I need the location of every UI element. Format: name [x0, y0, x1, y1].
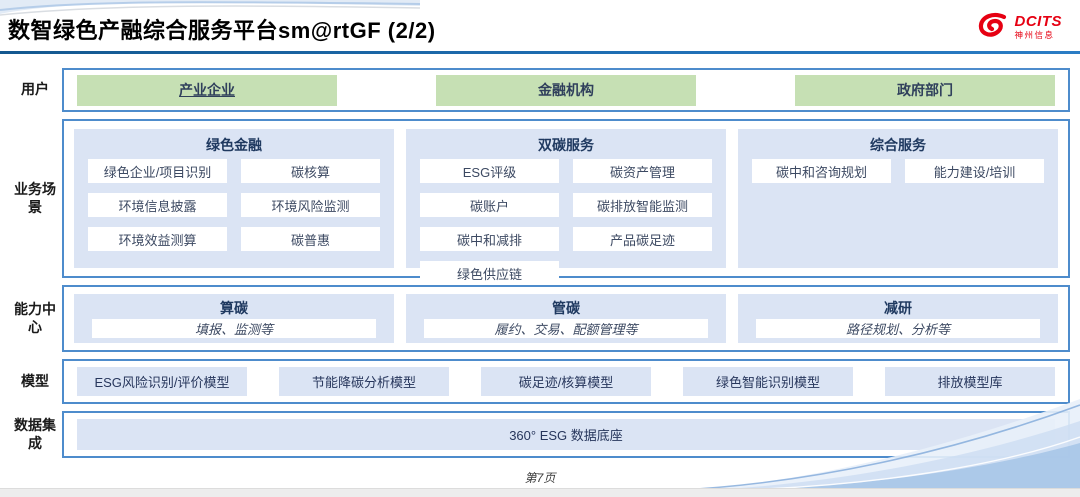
row-data-integration: 数据集成 360° ESG 数据底座	[8, 411, 1070, 458]
capabilities-container: 算碳 填报、监测等 管碳 履约、交易、配额管理等 减研 路径规划、分析等	[62, 285, 1070, 352]
row-capabilities: 能力中心 算碳 填报、监测等 管碳 履约、交易、配额管理等 减研 路径规划、分析…	[8, 285, 1070, 352]
scenario-item: 环境风险监测	[241, 193, 380, 217]
row-label-capabilities: 能力中心	[14, 301, 56, 335]
scenarios-container: 绿色金融 绿色企业/项目识别 碳核算 环境信息披露 环境风险监测 环境效益测算 …	[62, 119, 1070, 285]
model-chip: 节能降碳分析模型	[279, 367, 449, 396]
page-title: 数智绿色产融综合服务平台sm@rtGF (2/2)	[8, 18, 436, 43]
row-users: 用户 产业企业 金融机构 政府部门	[8, 68, 1070, 112]
scenario-item: 碳资产管理	[573, 159, 712, 183]
data-base-chip: 360° ESG 数据底座	[77, 419, 1055, 450]
models-container: ESG风险识别/评价模型 节能降碳分析模型 碳足迹/核算模型 绿色智能识别模型 …	[62, 359, 1070, 404]
scenario-item: 碳排放智能监测	[573, 193, 712, 217]
column-title: 双碳服务	[538, 137, 594, 153]
scenario-item: 绿色供应链	[420, 261, 559, 285]
page-number: 第7页	[524, 471, 556, 485]
column-title: 综合服务	[870, 137, 926, 153]
scenario-item-empty	[573, 261, 712, 285]
scenario-item: 环境效益测算	[88, 227, 227, 251]
dcits-swirl-icon	[978, 12, 1006, 37]
scenario-item: ESG评级	[420, 159, 559, 183]
logo-name: DCITS	[1014, 13, 1062, 31]
capability-calc-carbon: 算碳 填报、监测等	[74, 294, 394, 343]
scenario-item: 碳中和减排	[420, 227, 559, 251]
dcits-logo: DCITS 神州信息	[977, 12, 1063, 42]
capability-desc: 履约、交易、配额管理等	[424, 319, 708, 338]
scenario-item: 碳账户	[420, 193, 559, 217]
scenario-item: 碳中和咨询规划	[752, 159, 891, 183]
row-label-data-integration: 数据集成	[14, 417, 56, 451]
row-scenarios: 业务场景 绿色金融 绿色企业/项目识别 碳核算 环境信息披露 环境风险监测 环境…	[8, 119, 1070, 285]
scenario-item: 环境信息披露	[88, 193, 227, 217]
capability-title: 减研	[884, 300, 912, 316]
column-comprehensive: 综合服务 碳中和咨询规划 能力建设/培训	[738, 129, 1058, 268]
scenario-item: 绿色企业/项目识别	[88, 159, 227, 183]
slide-header: 数智绿色产融综合服务平台sm@rtGF (2/2) DCITS 神州信息	[0, 0, 1080, 52]
data-integration-container: 360° ESG 数据底座	[62, 411, 1070, 458]
row-label-scenarios: 业务场景	[14, 181, 56, 215]
column-title: 绿色金融	[206, 137, 262, 153]
row-label-users: 用户	[21, 81, 49, 98]
row-models: 模型 ESG风险识别/评价模型 节能降碳分析模型 碳足迹/核算模型 绿色智能识别…	[8, 359, 1070, 404]
column-green-finance: 绿色金融 绿色企业/项目识别 碳核算 环境信息披露 环境风险监测 环境效益测算 …	[74, 129, 394, 268]
scenario-item: 碳普惠	[241, 227, 380, 251]
capability-manage-carbon: 管碳 履约、交易、配额管理等	[406, 294, 726, 343]
capability-title: 管碳	[552, 300, 580, 316]
scenario-item: 产品碳足迹	[573, 227, 712, 251]
capability-title: 算碳	[220, 300, 248, 316]
model-chip: 排放模型库	[885, 367, 1055, 396]
user-chip-finance: 金融机构	[436, 74, 696, 106]
scenario-item: 能力建设/培训	[905, 159, 1044, 183]
bottom-gray-strip	[0, 488, 1080, 497]
capability-desc: 填报、监测等	[92, 319, 376, 338]
user-chip-government: 政府部门	[795, 74, 1055, 106]
model-chip: 碳足迹/核算模型	[481, 367, 651, 396]
title-divider	[0, 51, 1080, 54]
capability-reduce-research: 减研 路径规划、分析等	[738, 294, 1058, 343]
scenario-item: 碳核算	[241, 159, 380, 183]
logo-subtitle: 神州信息	[1014, 30, 1055, 41]
column-dual-carbon: 双碳服务 ESG评级 碳资产管理 碳账户 碳排放智能监测 碳中和减排 产品碳足迹…	[406, 129, 726, 285]
row-label-models: 模型	[21, 372, 49, 389]
model-chip: ESG风险识别/评价模型	[77, 367, 247, 396]
architecture-diagram: 用户 产业企业 金融机构 政府部门 业务场景 绿色金融 绿色企业/项目识别 碳核…	[8, 68, 1070, 465]
capability-desc: 路径规划、分析等	[756, 319, 1040, 338]
users-container: 产业企业 金融机构 政府部门	[62, 68, 1070, 112]
user-chip-industry: 产业企业	[77, 74, 337, 106]
model-chip: 绿色智能识别模型	[683, 367, 853, 396]
